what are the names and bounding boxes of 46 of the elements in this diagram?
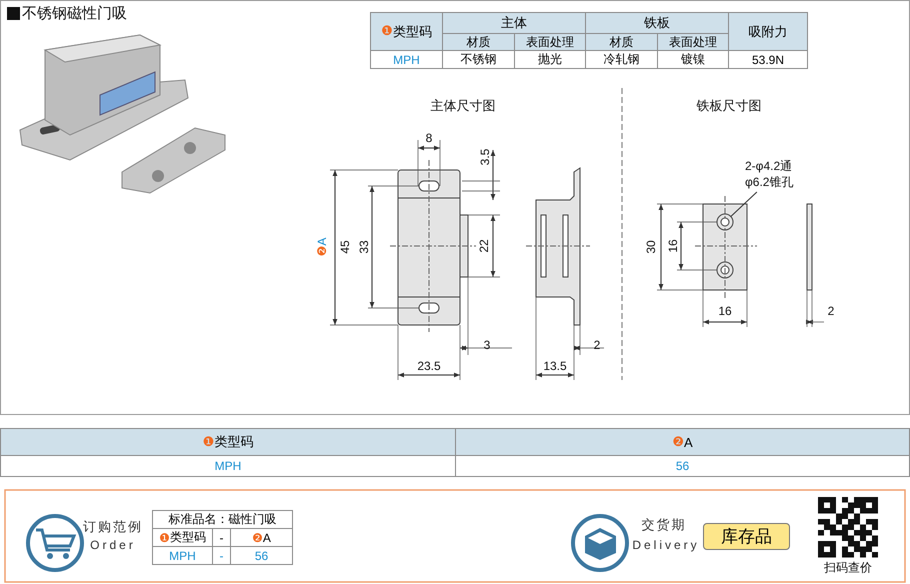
column-header: ❷A bbox=[455, 428, 910, 456]
table-value: 56 bbox=[230, 546, 293, 565]
dimension-label: ❷A bbox=[315, 238, 329, 256]
dimension-label: 23.5 bbox=[417, 359, 441, 373]
stock-status-badge: 库存品 bbox=[703, 523, 790, 550]
column-header: 铁板 bbox=[585, 12, 729, 34]
column-header: 表面处理 bbox=[657, 33, 729, 51]
column-header: ❶类型码 bbox=[370, 12, 443, 51]
column-header: 材质 bbox=[442, 33, 515, 51]
table-value: 镀镍 bbox=[657, 50, 729, 69]
table-value: MPH bbox=[0, 455, 456, 477]
page-title: 不锈钢磁性门吸 bbox=[22, 4, 127, 23]
section-subheading: Order bbox=[90, 538, 136, 552]
dimension-label: 30 bbox=[644, 240, 658, 254]
dimension-label: 16 bbox=[718, 304, 732, 318]
section-heading: 交货期 bbox=[642, 516, 686, 534]
dimension-label: 3.5 bbox=[478, 148, 492, 166]
table-value: 冷轧钢 bbox=[585, 50, 658, 69]
callout-label: 2-φ4.2通 φ6.2锥孔 bbox=[745, 158, 807, 190]
table-value: 56 bbox=[455, 455, 910, 477]
section-subheading: Delivery bbox=[632, 538, 700, 552]
column-header: 吸附力 bbox=[728, 12, 808, 51]
column-header: 主体 bbox=[442, 12, 586, 34]
dimension-label: 22 bbox=[477, 239, 491, 253]
dimension-label: 45 bbox=[338, 240, 352, 254]
table-value: 标准品名：磁性门吸 bbox=[152, 510, 293, 529]
dimension-label: 3 bbox=[484, 338, 490, 352]
dimension-label: 16 bbox=[666, 239, 680, 253]
table-value: MPH bbox=[152, 546, 213, 565]
section-heading: 订购范例 bbox=[83, 518, 143, 536]
column-header: 材质 bbox=[585, 33, 658, 51]
dimension-label: 8 bbox=[426, 131, 432, 145]
table-value: 53.9N bbox=[728, 50, 808, 69]
dimension-label: 2 bbox=[828, 304, 834, 318]
table-value: MPH bbox=[370, 50, 443, 69]
countersunk-hole bbox=[716, 214, 734, 230]
column-header: 表面处理 bbox=[514, 33, 586, 51]
qr-caption: 扫码查价 bbox=[824, 560, 872, 576]
dimension-label: 2 bbox=[594, 338, 600, 352]
dimension-label: 13.5 bbox=[543, 359, 567, 373]
leader-line bbox=[730, 192, 758, 218]
view-title: 主体尺寸图 bbox=[430, 97, 496, 115]
table-value: 抛光 bbox=[514, 50, 586, 69]
view-title: 铁板尺寸图 bbox=[696, 97, 762, 115]
column-header: ❶类型码 bbox=[0, 428, 456, 456]
dimension-label: 33 bbox=[357, 240, 371, 254]
